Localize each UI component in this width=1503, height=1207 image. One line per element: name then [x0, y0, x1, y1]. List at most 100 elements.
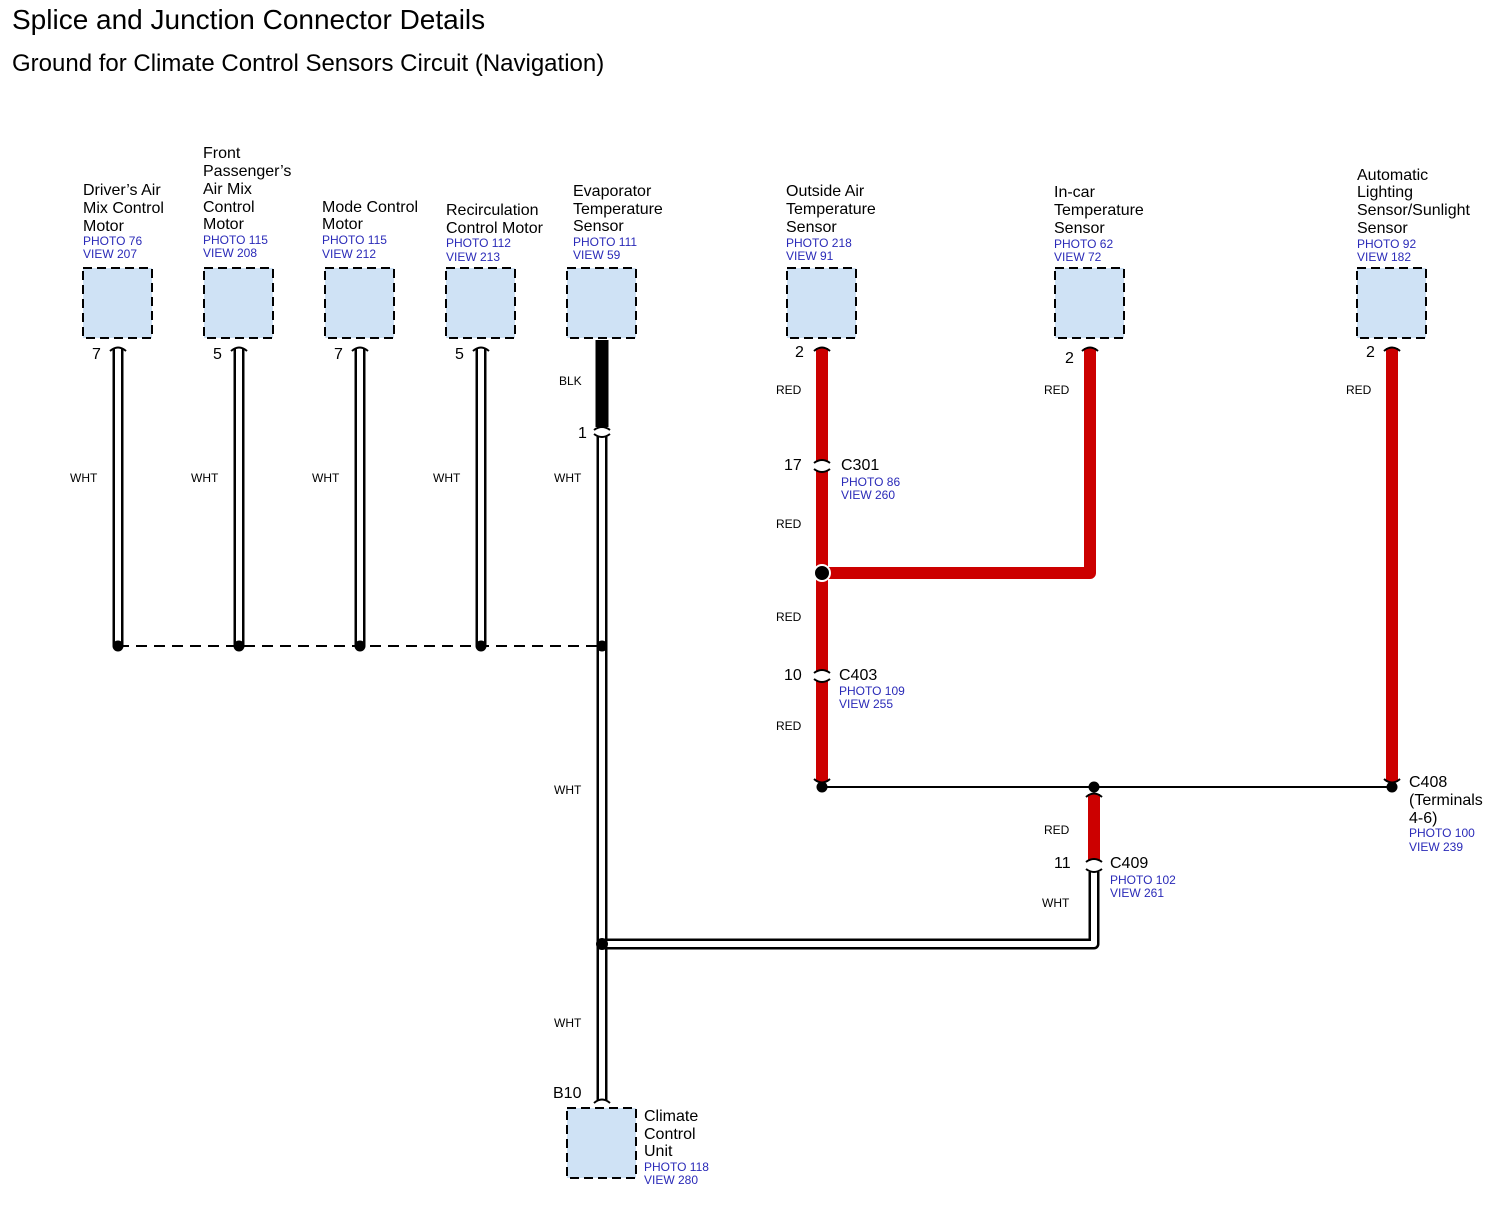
svg-text:Driver’s Air: Driver’s Air	[83, 182, 161, 199]
svg-text:Sensor: Sensor	[573, 218, 624, 235]
svg-text:PHOTO 218: PHOTO 218	[786, 236, 852, 250]
inline-connector-symbols	[590, 426, 1401, 873]
splice-dot[interactable]	[475, 640, 487, 652]
svg-text:Motor: Motor	[83, 218, 125, 235]
svg-text:Temperature: Temperature	[573, 201, 663, 218]
svg-text:In-car: In-car	[1054, 184, 1096, 201]
svg-text:Control: Control	[644, 1126, 696, 1143]
wire-label-red: RED	[1044, 823, 1070, 837]
c409-label: 11 C409 PHOTO 102 VIEW 261	[1054, 855, 1176, 900]
in-car-label: In-car Temperature Sensor PHOTO 62 VIEW …	[1054, 184, 1144, 367]
wire-label-blk: BLK	[559, 374, 582, 388]
evaporator-label: Evaporator Temperature Sensor PHOTO 111 …	[573, 183, 663, 442]
svg-text:VIEW 212: VIEW 212	[322, 247, 376, 261]
svg-text:2: 2	[1065, 350, 1074, 367]
svg-text:Mix Control: Mix Control	[83, 200, 164, 217]
terminal-hooks	[109, 346, 1401, 1104]
svg-text:VIEW 182: VIEW 182	[1357, 250, 1411, 264]
svg-text:Sensor/Sunlight: Sensor/Sunlight	[1357, 202, 1471, 219]
wire-label-wht: WHT	[554, 783, 582, 797]
splice-dot[interactable]	[1088, 781, 1100, 793]
svg-text:PHOTO 100: PHOTO 100	[1409, 826, 1475, 840]
wire-label-wht: WHT	[70, 471, 98, 485]
splice-dot[interactable]	[1386, 781, 1398, 793]
svg-text:(Terminals: (Terminals	[1409, 792, 1483, 809]
svg-text:VIEW 59: VIEW 59	[573, 248, 621, 262]
wire-label-wht: WHT	[554, 471, 582, 485]
evaporator-box[interactable]	[566, 267, 637, 339]
wire-label-wht: WHT	[312, 471, 340, 485]
svg-text:VIEW 208: VIEW 208	[203, 246, 257, 260]
svg-text:C409: C409	[1110, 855, 1148, 872]
wire-label-red: RED	[1044, 383, 1070, 397]
svg-text:Temperature: Temperature	[786, 201, 876, 218]
svg-text:Evaporator: Evaporator	[573, 183, 652, 200]
svg-text:Automatic: Automatic	[1357, 167, 1428, 184]
svg-text:Recirculation: Recirculation	[446, 202, 538, 219]
svg-text:Temperature: Temperature	[1054, 202, 1144, 219]
svg-text:Control Motor: Control Motor	[446, 220, 544, 237]
svg-text:PHOTO 115: PHOTO 115	[322, 233, 387, 247]
wht-wire-c409-to-splice[interactable]	[602, 872, 1100, 950]
svg-text:Air Mix: Air Mix	[203, 181, 252, 198]
red-wires[interactable]	[816, 348, 1398, 860]
in-car-box[interactable]	[1054, 267, 1125, 339]
auto-lighting-label: Automatic Lighting Sensor/Sunlight Senso…	[1357, 167, 1471, 361]
svg-text:7: 7	[334, 346, 343, 363]
svg-text:Outside Air: Outside Air	[786, 183, 865, 200]
svg-text:Motor: Motor	[203, 216, 245, 233]
svg-text:5: 5	[213, 346, 222, 363]
svg-text:VIEW 260: VIEW 260	[841, 488, 895, 502]
svg-text:Unit: Unit	[644, 1143, 673, 1160]
splice-dot[interactable]	[354, 640, 366, 652]
svg-text:10: 10	[784, 667, 802, 684]
svg-text:C408: C408	[1409, 774, 1447, 791]
svg-text:VIEW 239: VIEW 239	[1409, 840, 1463, 854]
page-title: Splice and Junction Connector Details	[12, 4, 486, 35]
svg-text:PHOTO 76: PHOTO 76	[83, 234, 142, 248]
svg-text:PHOTO 118: PHOTO 118	[644, 1160, 709, 1174]
svg-text:VIEW 91: VIEW 91	[786, 249, 834, 263]
wire-label-wht: WHT	[554, 1016, 582, 1030]
wire-label-red: RED	[776, 610, 802, 624]
svg-text:VIEW 261: VIEW 261	[1110, 886, 1164, 900]
climate-control-unit-box[interactable]	[566, 1107, 637, 1179]
svg-text:Mode Control: Mode Control	[322, 199, 418, 216]
svg-text:PHOTO 102: PHOTO 102	[1110, 873, 1176, 887]
splice-dot[interactable]	[233, 640, 245, 652]
wire-label-wht: WHT	[433, 471, 461, 485]
svg-text:VIEW 72: VIEW 72	[1054, 250, 1102, 264]
svg-text:11: 11	[1054, 855, 1071, 872]
climate-control-unit-label: B10 Climate Control Unit PHOTO 118 VIEW …	[553, 1085, 709, 1187]
svg-text:1: 1	[578, 425, 587, 442]
drivers-air-mix-box[interactable]	[82, 267, 153, 339]
mode-control-box[interactable]	[324, 267, 395, 339]
outside-air-box[interactable]	[786, 267, 857, 339]
splice-dot[interactable]	[596, 640, 608, 652]
svg-text:Passenger’s: Passenger’s	[203, 163, 291, 180]
splice-dot[interactable]	[112, 640, 124, 652]
svg-text:Lighting: Lighting	[1357, 184, 1413, 201]
splice-dot[interactable]	[816, 781, 828, 793]
recirculation-box[interactable]	[445, 267, 516, 339]
wire-label-red: RED	[776, 383, 802, 397]
c408-label: C408 (Terminals 4-6) PHOTO 100 VIEW 239	[1409, 774, 1483, 854]
mode-control-label: Mode Control Motor PHOTO 115 VIEW 212 7	[322, 199, 418, 363]
front-passenger-air-mix-label: Front Passenger’s Air Mix Control Motor …	[203, 145, 291, 363]
auto-lighting-box[interactable]	[1356, 267, 1427, 339]
svg-text:PHOTO 115: PHOTO 115	[203, 233, 268, 247]
svg-text:Sensor: Sensor	[1357, 220, 1408, 237]
svg-text:VIEW 255: VIEW 255	[839, 697, 893, 711]
svg-text:PHOTO 111: PHOTO 111	[573, 235, 637, 249]
splice-dot-red[interactable]	[813, 564, 831, 582]
wire-color-labels: WHT WHT WHT WHT WHT BLK WHT WHT RED RED …	[70, 374, 1372, 1030]
splice-dot[interactable]	[596, 938, 608, 950]
outside-air-label: Outside Air Temperature Sensor PHOTO 218…	[786, 183, 876, 361]
c403-label: 10 C403 PHOTO 109 VIEW 255	[784, 667, 905, 711]
recirculation-label: Recirculation Control Motor PHOTO 112 VI…	[446, 202, 544, 363]
svg-text:5: 5	[455, 346, 464, 363]
svg-text:Motor: Motor	[322, 216, 364, 233]
red-wire-in-car[interactable]	[822, 348, 1096, 579]
front-passenger-air-mix-box[interactable]	[203, 267, 274, 339]
